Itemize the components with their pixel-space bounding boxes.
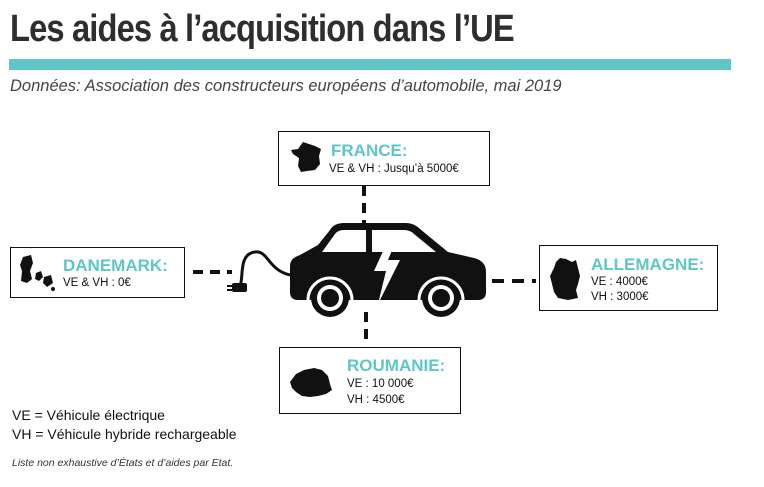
legend-ve: VE = Véhicule électrique bbox=[12, 407, 165, 423]
aid-line-france-1: VE & VH : Jusqu’à 5000€ bbox=[329, 163, 459, 175]
country-box-roumanie: ROUMANIE: VE : 10 000€ VH : 4500€ bbox=[279, 347, 461, 414]
france-map-icon bbox=[291, 142, 321, 172]
country-name-roumanie: ROUMANIE: bbox=[347, 356, 446, 375]
country-box-danemark: DANEMARK: VE & VH : 0€ bbox=[10, 247, 185, 298]
footnote: Liste non exhaustive d’États et d’aides … bbox=[12, 457, 234, 469]
country-name-danemark: DANEMARK: bbox=[63, 256, 168, 275]
country-name-france: FRANCE: bbox=[331, 141, 408, 160]
aid-line-allemagne-2: VH : 3000€ bbox=[591, 291, 649, 303]
country-box-france: FRANCE: VE & VH : Jusqu’à 5000€ bbox=[278, 131, 490, 186]
germany-map-icon bbox=[550, 258, 580, 300]
romania-map-icon bbox=[290, 368, 332, 397]
denmark-map-icon bbox=[20, 255, 55, 291]
aid-line-roumanie-1: VE : 10 000€ bbox=[347, 378, 414, 390]
country-box-allemagne: ALLEMAGNE: VE : 4000€ VH : 3000€ bbox=[539, 245, 718, 311]
aid-line-danemark-1: VE & VH : 0€ bbox=[63, 277, 131, 289]
title-underline-bar bbox=[9, 59, 731, 70]
lightning-bolt-icon bbox=[374, 236, 400, 304]
country-name-allemagne: ALLEMAGNE: bbox=[591, 255, 705, 274]
aid-line-roumanie-2: VH : 4500€ bbox=[347, 394, 405, 406]
charging-cable-icon bbox=[227, 250, 291, 292]
page-title: Les aides à l’acquisition dans l’UE bbox=[10, 8, 515, 50]
legend-vh: VH = Véhicule hybride rechargeable bbox=[12, 426, 237, 442]
aid-line-allemagne-1: VE : 4000€ bbox=[591, 276, 648, 288]
subtitle: Données: Association des constructeurs e… bbox=[10, 77, 562, 95]
